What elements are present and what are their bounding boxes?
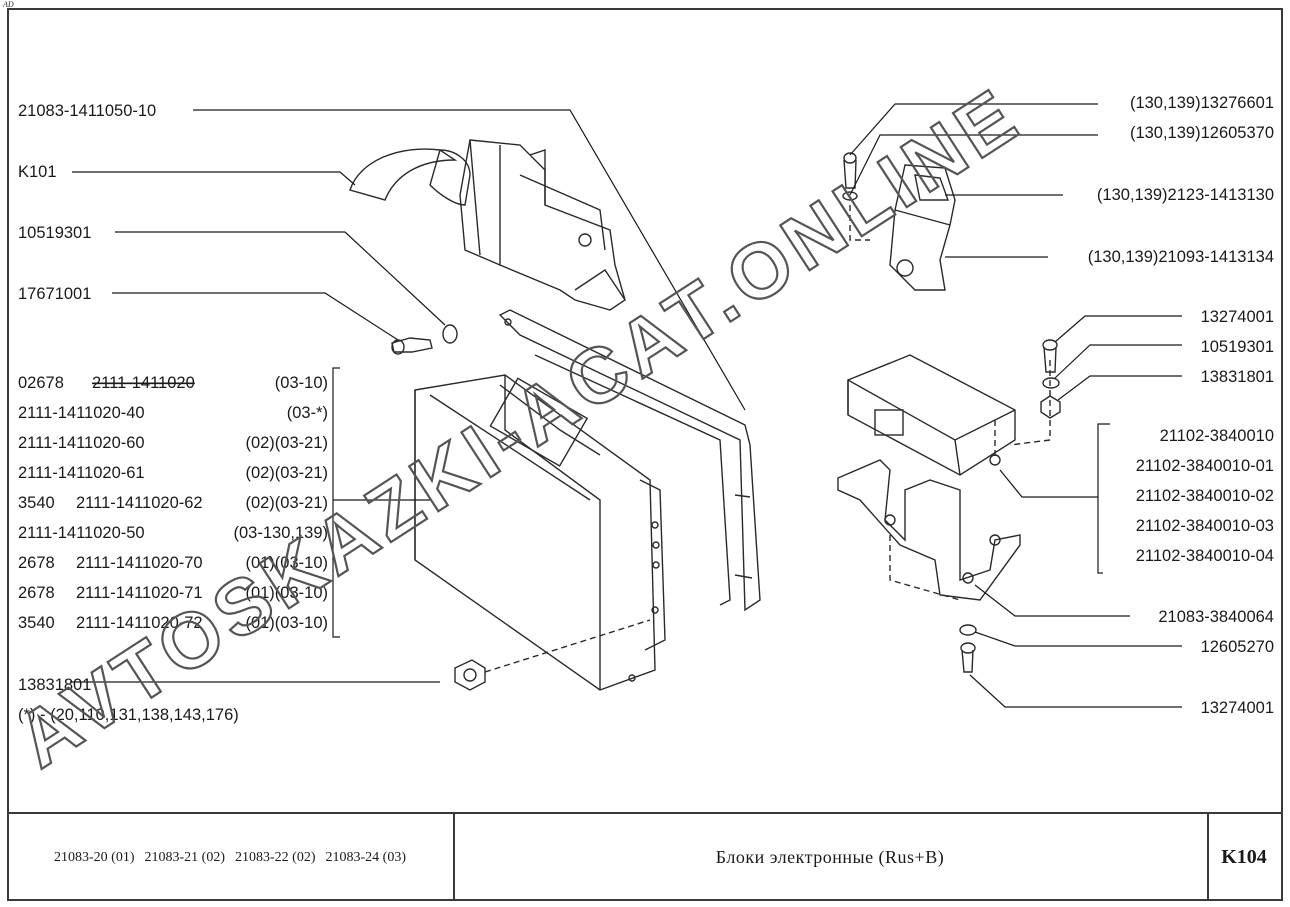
model-item: 21083-22 (02) xyxy=(235,849,316,865)
page-title: Блоки электронные (Rus+B) xyxy=(453,814,1209,901)
nut-part-right xyxy=(1040,395,1061,419)
label-bracket: 21083-3840064 xyxy=(1158,608,1274,626)
variant-note: (02)(03-21) xyxy=(245,434,328,452)
variant-code: 2111-1411020 xyxy=(92,374,195,392)
variant-prefix: 2678 xyxy=(18,584,55,602)
variant-prefix: 2678 xyxy=(18,554,55,572)
variant-note: (01)(03-10) xyxy=(245,554,328,572)
variant-note: (03-10) xyxy=(275,374,328,392)
label-footnote: (*) - (20,110,131,138,143,176) xyxy=(18,706,239,724)
model-item: 21083-21 (02) xyxy=(144,849,226,865)
variant-code: 2111-1411020-71 xyxy=(76,584,203,602)
label-right-washer: 10519301 xyxy=(1201,338,1274,356)
relay-variant: 21102-3840010-01 xyxy=(1136,457,1274,475)
leader-lines xyxy=(70,103,1182,708)
label-screw: 17671001 xyxy=(18,285,91,303)
label-hose: 21083-1411050-10 xyxy=(18,102,156,120)
label-k101: K101 xyxy=(18,163,57,181)
washer-part-right xyxy=(1042,377,1060,389)
label-sensor-screw: (130,139)13276601 xyxy=(1130,94,1274,112)
ecu-unit-part xyxy=(414,374,666,691)
label-bottom-washer: 12605270 xyxy=(1201,638,1274,656)
label-nut: 13831801 xyxy=(18,676,91,694)
title-block: 21083-20 (01) 21083-21 (02) 21083-22 (02… xyxy=(7,812,1283,901)
washer-part xyxy=(442,324,458,344)
ecu-variants-group: 02678 2111-1411020 (03-10) 2111-1411020-… xyxy=(18,374,328,632)
relay-variants-group: 21102-3840010 21102-3840010-01 21102-384… xyxy=(1136,427,1274,565)
label-sensor: (130,139)2123-1413130 xyxy=(1097,186,1274,204)
variant-prefix: 3540 xyxy=(18,494,55,512)
variant-code: 2111-1411020-40 xyxy=(18,404,145,422)
drawing-sheet xyxy=(7,8,1283,901)
screw-part-left xyxy=(391,337,433,355)
screw-part-right-top xyxy=(1042,339,1058,373)
relay-variant: 21102-3840010-04 xyxy=(1136,547,1274,565)
nut-part-left xyxy=(454,659,486,691)
variant-code: 2111-1411020-72 xyxy=(76,614,203,632)
variant-code: 2111-1411020-50 xyxy=(18,524,145,542)
relay-variant: 21102-3840010-03 xyxy=(1136,517,1274,535)
label-sensor-washer: (130,139)12605370 xyxy=(1130,124,1274,142)
screw-part-right-bottom xyxy=(960,642,976,673)
label-sensor-bracket: (130,139)21093-1413134 xyxy=(1088,248,1274,266)
label-washer: 10519301 xyxy=(18,224,91,242)
label-right-nut: 13831801 xyxy=(1201,368,1274,386)
label-right-screw: 13274001 xyxy=(1201,308,1274,326)
variant-note: (02)(03-21) xyxy=(245,464,328,482)
variant-code: 2111-1411020-62 xyxy=(76,494,203,512)
variant-note: (02)(03-21) xyxy=(245,494,328,512)
variant-prefix: 3540 xyxy=(18,614,55,632)
variant-code: 2111-1411020-60 xyxy=(18,434,145,452)
corner-mark: AD xyxy=(3,0,14,9)
model-list: 21083-20 (01) 21083-21 (02) 21083-22 (02… xyxy=(7,814,455,901)
leader-dash-nut xyxy=(484,619,651,673)
page-code: K104 xyxy=(1221,846,1267,868)
variant-note: (01)(03-10) xyxy=(245,614,328,632)
washer-part-bottom xyxy=(959,624,977,636)
bracket-plate-part xyxy=(498,309,761,612)
label-bottom-screw: 13274001 xyxy=(1201,699,1274,717)
model-item: 21083-24 (03) xyxy=(325,849,407,865)
sensor-part xyxy=(842,152,956,291)
watermark-text: AVTOSKAZKI-ACAT.ONLINE xyxy=(1,70,1035,784)
air-hose-part xyxy=(349,139,626,311)
variant-note: (01)(03-10) xyxy=(245,584,328,602)
relay-box-part xyxy=(847,354,1016,476)
relay-variant: 21102-3840010-02 xyxy=(1136,487,1274,505)
bracket-part-right xyxy=(837,454,1021,601)
model-item: 21083-20 (01) xyxy=(54,849,135,865)
variant-code: 2111-1411020-70 xyxy=(76,554,203,572)
variant-code: 2111-1411020-61 xyxy=(18,464,145,482)
variant-note: (03-*) xyxy=(287,404,328,422)
relay-variant: 21102-3840010 xyxy=(1160,427,1274,445)
variant-prefix: 02678 xyxy=(18,374,64,392)
variant-note: (03-130,139) xyxy=(234,524,328,542)
